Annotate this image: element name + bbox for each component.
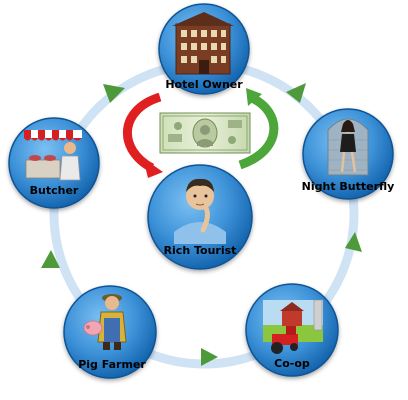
node-label-butcher: Butcher (30, 184, 79, 197)
ring-arrow (201, 348, 218, 366)
ring-arrow (286, 83, 306, 103)
ring-arrow (345, 232, 362, 252)
hotel-building-icon (172, 12, 234, 75)
ring-arrow (41, 250, 60, 268)
tractor-barn-icon (263, 299, 323, 354)
node-label-pig-farmer: Pig Farmer (78, 358, 146, 371)
woman-figure-icon (327, 118, 369, 176)
exchange-arrow-red (123, 92, 163, 178)
butcher-stall-icon (24, 130, 82, 181)
hundred-dollar-bill-icon (159, 112, 251, 154)
node-label-rich-tourist: Rich Tourist (164, 244, 237, 257)
node-label-co-op: Co-op (274, 357, 310, 370)
ring-arrow (103, 84, 125, 103)
node-label-hotel-owner: Hotel Owner (165, 78, 243, 91)
thinking-man-icon (174, 178, 226, 244)
pig-farmer-icon (83, 294, 127, 350)
exchange-arrow-green (238, 88, 279, 170)
node-label-night-butterfly: Night Butterfly (302, 180, 395, 193)
